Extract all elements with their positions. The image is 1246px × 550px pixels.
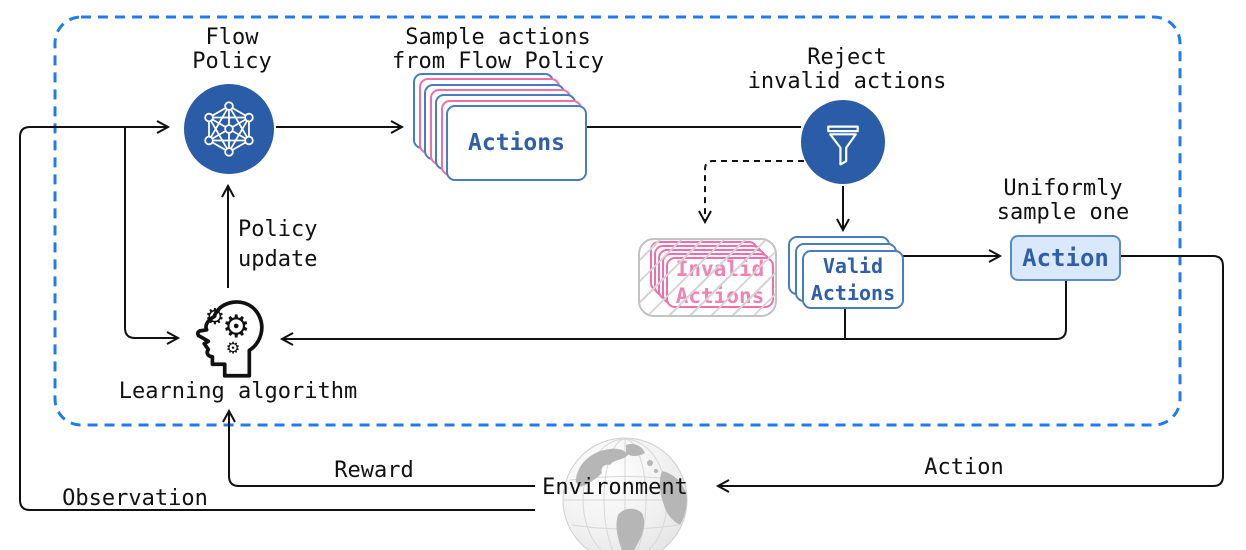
reject-label-line2: invalid actions bbox=[747, 69, 947, 94]
policy-update-label-line2: update bbox=[238, 247, 318, 272]
invalid-card-label-line1: Invalid bbox=[675, 256, 765, 281]
gear-icon: ⚙ bbox=[226, 339, 241, 358]
action-box-label: Action bbox=[1022, 244, 1109, 272]
action-edge-label: Action bbox=[924, 456, 1003, 480]
invalid-actions-bin: Invalid Actions bbox=[638, 238, 777, 317]
sample-actions-label-line2: from Flow Policy bbox=[392, 49, 604, 74]
reject-funnel-node bbox=[801, 100, 885, 184]
valid-actions-stack: Valid Actions bbox=[788, 236, 904, 309]
flow-policy-label-line2: Policy bbox=[192, 49, 272, 74]
feedback-to-learning-line bbox=[279, 277, 1067, 346]
actions-card-label: Actions bbox=[468, 130, 565, 156]
sample-actions-label: Sample actions from Flow Policy bbox=[392, 26, 604, 74]
environment-label: Environment bbox=[542, 476, 688, 500]
globe-icon bbox=[562, 437, 688, 550]
uniformly-sample-label-line1: Uniformly bbox=[1003, 176, 1123, 201]
reject-label-line1: Reject bbox=[807, 45, 887, 70]
uniformly-sample-label-line2: sample one bbox=[996, 200, 1130, 225]
policy-update-label-line1: Policy bbox=[238, 217, 318, 242]
reward-line bbox=[222, 408, 535, 487]
gear-icon: ⚙ bbox=[222, 309, 250, 345]
policy-update-label: Policy update bbox=[238, 215, 317, 275]
network-graph-icon bbox=[204, 101, 254, 157]
reward-edge-label-text: Reward bbox=[334, 458, 414, 483]
invalid-actions-front-card: Invalid Actions bbox=[666, 257, 774, 308]
observation-branch-line bbox=[124, 127, 181, 345]
head-with-gears-icon: ⚙ ⚙ ⚙ bbox=[196, 300, 264, 378]
invalid-card-label-line2: Actions bbox=[675, 283, 765, 308]
flow-policy-label: Flow Policy bbox=[192, 26, 271, 74]
action-box: Action bbox=[1010, 235, 1121, 281]
reject-label: Reject invalid actions bbox=[748, 46, 947, 94]
environment-label-text: Environment bbox=[542, 475, 688, 500]
gear-icon: ⚙ bbox=[205, 304, 225, 330]
funnel-to-invalid-dashed-line bbox=[698, 160, 804, 225]
uniformly-sample-label: Uniformly sample one bbox=[997, 177, 1129, 225]
learning-algorithm-label-text: Learning algorithm bbox=[118, 379, 358, 404]
valid-actions-front-card: Valid Actions bbox=[802, 250, 904, 309]
actions-front-card: Actions bbox=[446, 105, 587, 181]
valid-card-label-line2: Actions bbox=[810, 280, 896, 305]
flow-policy-label-line1: Flow bbox=[205, 25, 259, 50]
reward-edge-label: Reward bbox=[334, 459, 413, 483]
learning-algorithm-label: Learning algorithm bbox=[119, 380, 357, 404]
funnel-icon bbox=[827, 125, 859, 166]
agent-boundary-dashed-box bbox=[53, 15, 1182, 427]
observation-line bbox=[19, 120, 535, 511]
flow-policy-node bbox=[184, 84, 274, 174]
observation-edge-label-text: Observation bbox=[62, 486, 208, 511]
action-to-environment-line bbox=[715, 255, 1224, 493]
sampled-actions-stack: Actions bbox=[413, 73, 587, 181]
observation-edge-label: Observation bbox=[62, 487, 208, 511]
valid-card-label-line1: Valid bbox=[822, 253, 884, 278]
action-edge-label-text: Action bbox=[924, 455, 1004, 480]
sample-actions-label-line1: Sample actions bbox=[405, 25, 591, 50]
